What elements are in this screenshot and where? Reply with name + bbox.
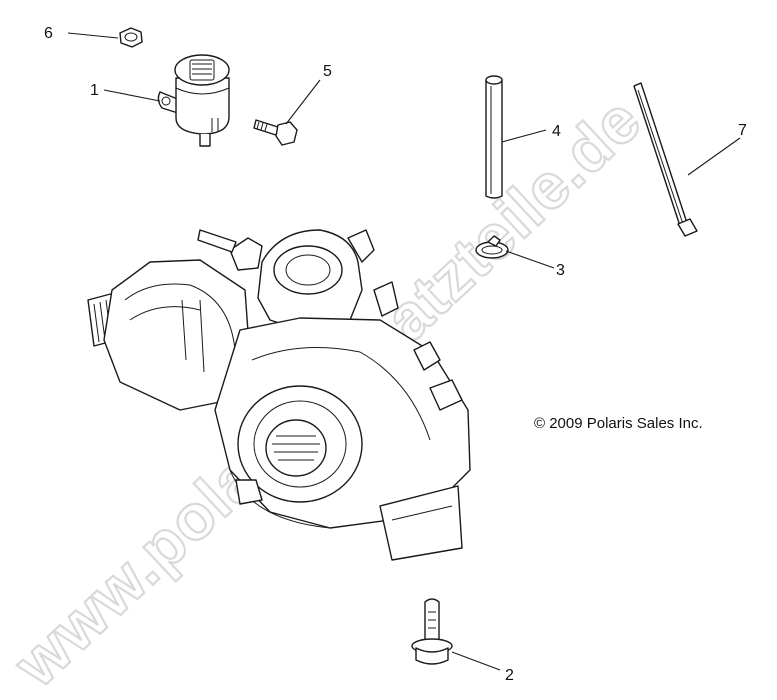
- callout-4: 4: [552, 123, 561, 140]
- callout-6: 6: [44, 25, 53, 42]
- part-4-tube: [485, 75, 503, 199]
- part-6-nut: [119, 27, 143, 48]
- leader-lines: [67, 32, 741, 671]
- callout-5: 5: [323, 63, 332, 80]
- part-2-bolt: [411, 598, 453, 665]
- part-5-bolt: [253, 119, 298, 146]
- part-3-clamp: [475, 235, 509, 259]
- callout-7: 7: [738, 122, 747, 139]
- callout-3: 3: [556, 262, 565, 279]
- copyright-notice: © 2009 Polaris Sales Inc.: [534, 415, 703, 432]
- callout-1: 1: [90, 82, 99, 99]
- callout-2: 2: [505, 667, 514, 684]
- part-1-reservoir: [157, 54, 230, 147]
- part-7-strap: [633, 82, 698, 237]
- gearcase: [87, 229, 471, 561]
